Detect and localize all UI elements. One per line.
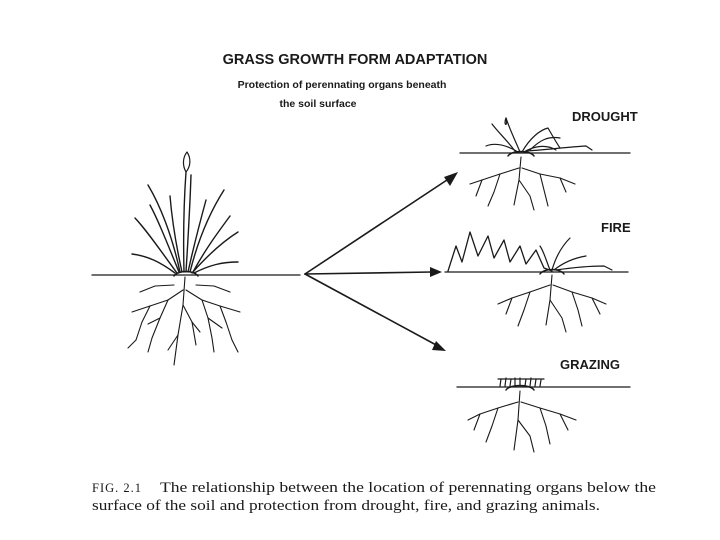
main-crown (173, 270, 199, 277)
main-plant-roots (127, 276, 241, 366)
drought-dry-leaves (485, 117, 593, 153)
arrow-to-grazing (304, 273, 439, 347)
drought-plant: DROUGHT (459, 109, 638, 211)
grazing-plant: GRAZING (456, 357, 631, 453)
arrowhead-fire (430, 267, 442, 277)
main-seed-head (182, 151, 191, 173)
fire-plant: FIRE (444, 220, 631, 333)
fire-crown (539, 268, 565, 275)
caption-line2: surface of the soil and protection from … (92, 498, 600, 514)
fire-label: FIRE (601, 220, 631, 235)
diagram-subtitle-line1: Protection of perennating organs beneath (238, 79, 447, 91)
arrowhead-drought (444, 172, 458, 186)
figure-caption: FIG. 2.1 The relationship between the lo… (92, 480, 656, 514)
drought-roots (469, 156, 576, 211)
arrow-to-drought (304, 177, 451, 275)
main-grass-plant (91, 151, 301, 366)
diagram-subtitle-line2: the soil surface (279, 98, 356, 110)
fire-regrowth-leaves (539, 237, 613, 271)
caption-figure-label: FIG. 2.1 (92, 481, 142, 495)
grazing-crown (505, 384, 535, 391)
drought-crown (507, 150, 535, 157)
arrowhead-grazing (432, 341, 446, 351)
main-plant-leaves (131, 171, 239, 274)
drought-label: DROUGHT (572, 109, 638, 124)
caption-line1: The relationship between the location of… (160, 480, 656, 496)
grazing-roots (467, 390, 577, 453)
grazing-cropped-leaves (497, 377, 545, 387)
arrow-to-fire (304, 271, 433, 275)
arrows (304, 172, 458, 351)
grazing-label: GRAZING (560, 357, 620, 372)
diagram-title: GRASS GROWTH FORM ADAPTATION (223, 52, 488, 68)
fire-roots (497, 274, 607, 333)
fire-flames (447, 231, 553, 272)
